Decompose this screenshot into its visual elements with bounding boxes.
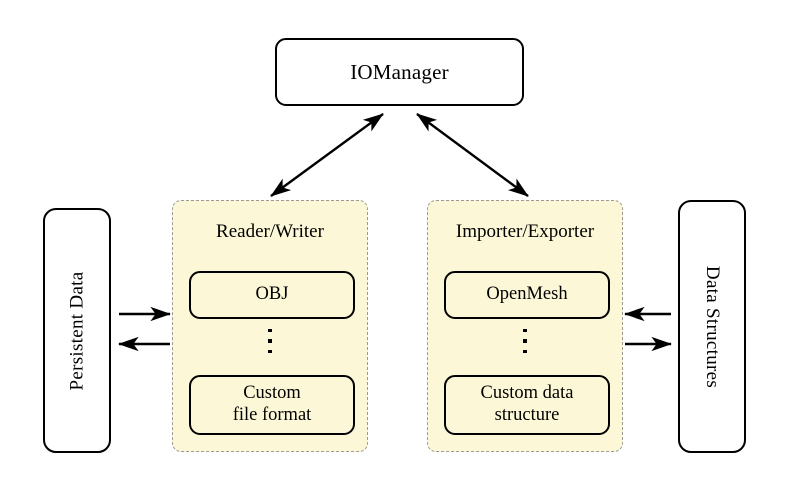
ellipsis-dot	[268, 339, 272, 343]
node-openmesh-label: OpenMesh	[486, 284, 568, 305]
node-openmesh[interactable]: OpenMesh	[444, 271, 610, 319]
node-custom-file-format-label: Custom file format	[233, 383, 312, 427]
group-importer-exporter-title: Importer/Exporter	[455, 221, 595, 242]
node-obj-label: OBJ	[255, 284, 289, 305]
node-data-structures-label: Data Structures	[702, 265, 723, 388]
node-persistent-data-label: Persistent Data	[66, 270, 88, 391]
ellipsis-reader-writer	[173, 329, 367, 354]
node-persistent-data[interactable]: Persistent Data	[43, 208, 111, 453]
node-iomanager-label: IOManager	[350, 59, 449, 84]
ellipsis-dot	[268, 349, 272, 354]
node-custom-file-format-line1: Custom	[243, 383, 301, 404]
node-custom-file-format-line2: file format	[232, 405, 312, 425]
ellipsis-dot	[268, 329, 272, 333]
group-reader-writer[interactable]: Reader/Writer OBJ Custom file format	[172, 200, 368, 452]
node-custom-data-structure-label: Custom data structure	[480, 383, 573, 427]
node-custom-file-format[interactable]: Custom file format	[189, 375, 355, 435]
node-data-structures[interactable]: Data Structures	[678, 200, 746, 453]
arrow-iomanager-importerexporter	[416, 113, 529, 197]
ellipsis-dot	[523, 339, 527, 343]
node-custom-data-structure[interactable]: Custom data structure	[444, 375, 610, 435]
arrow-iomanager-readerwriter	[270, 113, 384, 197]
group-importer-exporter[interactable]: Importer/Exporter OpenMesh Custom data s…	[427, 200, 623, 452]
ellipsis-dot	[523, 329, 527, 333]
group-reader-writer-title: Reader/Writer	[216, 221, 324, 242]
node-iomanager[interactable]: IOManager	[275, 38, 524, 106]
node-custom-data-structure-line1: Custom data	[480, 383, 574, 404]
ellipsis-importer-exporter	[428, 329, 622, 354]
node-custom-data-structure-line2: structure	[494, 405, 560, 425]
ellipsis-dot	[523, 349, 527, 354]
node-obj[interactable]: OBJ	[189, 271, 355, 319]
